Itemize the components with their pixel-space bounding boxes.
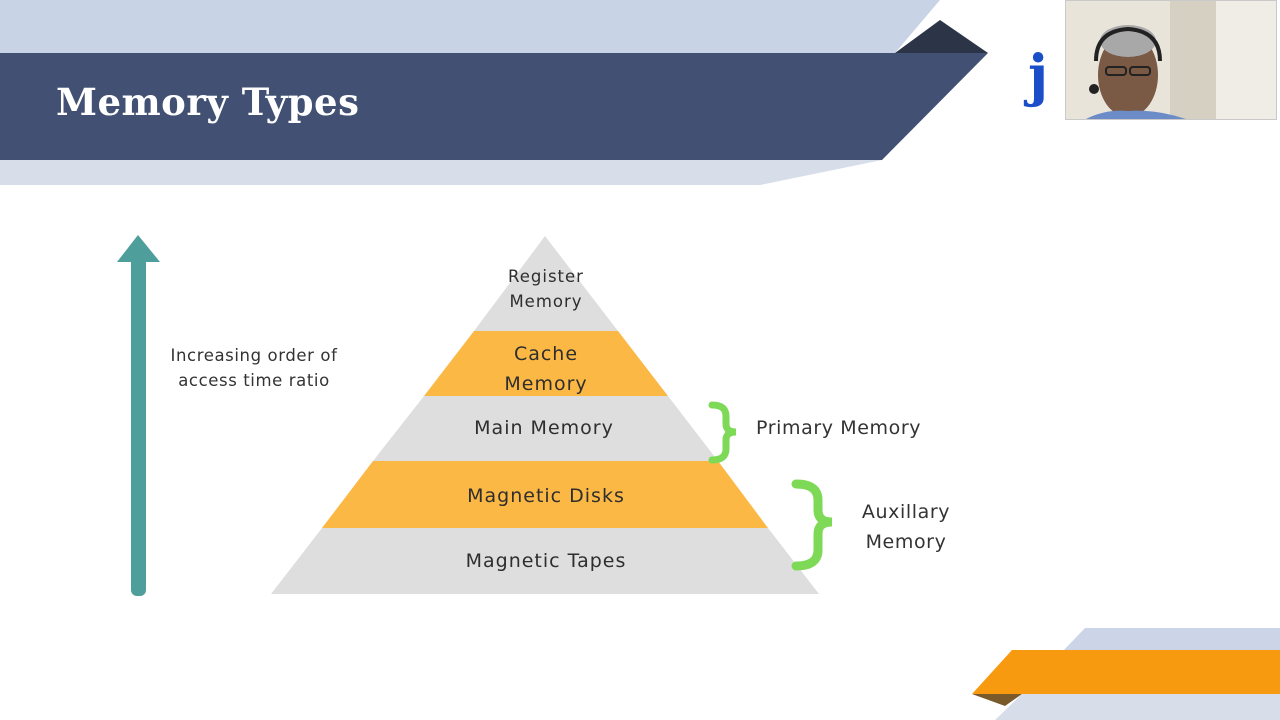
banner-light-strip-bottom [0,160,882,185]
pyramid-label-cache: Cache Memory [504,343,588,395]
pyramid-label-main: Main Memory [474,417,614,439]
pyramid-level-disks [322,461,768,528]
primary-brace [708,401,737,464]
pyramid-label-register: Register Memory [508,267,584,311]
title-banner [0,53,988,160]
corner-orange-band [972,650,1280,694]
slide-title: Memory Types [56,80,360,124]
arrow-head [117,235,160,262]
banner-dark-tab [895,20,988,53]
primary-memory-label: Primary Memory [756,417,922,439]
pyramid-level-cache [424,331,668,396]
auxiliary-brace [791,479,833,571]
pyramid-level-tapes [271,528,819,594]
arrow-shaft [131,256,146,596]
arrow-label: Increasing order of access time ratio [170,346,338,390]
banner-light-strip-top [0,0,940,53]
corner-light-band-bottom [995,694,1280,720]
brand-logo: j [1028,43,1049,109]
presenter-avatar [1066,1,1276,119]
pyramid-level-register [474,236,618,331]
pyramid-level-main [373,396,718,461]
pyramid-label-disks: Magnetic Disks [467,485,625,507]
auxiliary-memory-label: Auxillary Memory [861,501,951,553]
corner-dark-tip [972,694,1022,706]
webcam-video [1065,0,1277,120]
pyramid-label-tapes: Magnetic Tapes [465,550,627,572]
pyramid [271,236,819,594]
corner-light-band [1062,628,1280,652]
